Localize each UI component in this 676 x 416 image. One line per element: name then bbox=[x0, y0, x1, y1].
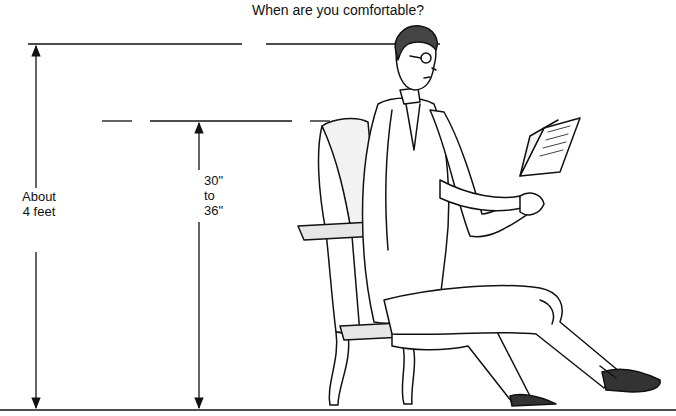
dimension-arrows bbox=[36, 46, 199, 408]
diagram-title: When are you comfortable? bbox=[252, 2, 424, 18]
dimension-label: About 4 feet bbox=[22, 190, 56, 220]
dimension-label: 30" to 36" bbox=[204, 174, 223, 219]
reference-lines bbox=[0, 44, 676, 410]
seated-man bbox=[363, 26, 661, 406]
